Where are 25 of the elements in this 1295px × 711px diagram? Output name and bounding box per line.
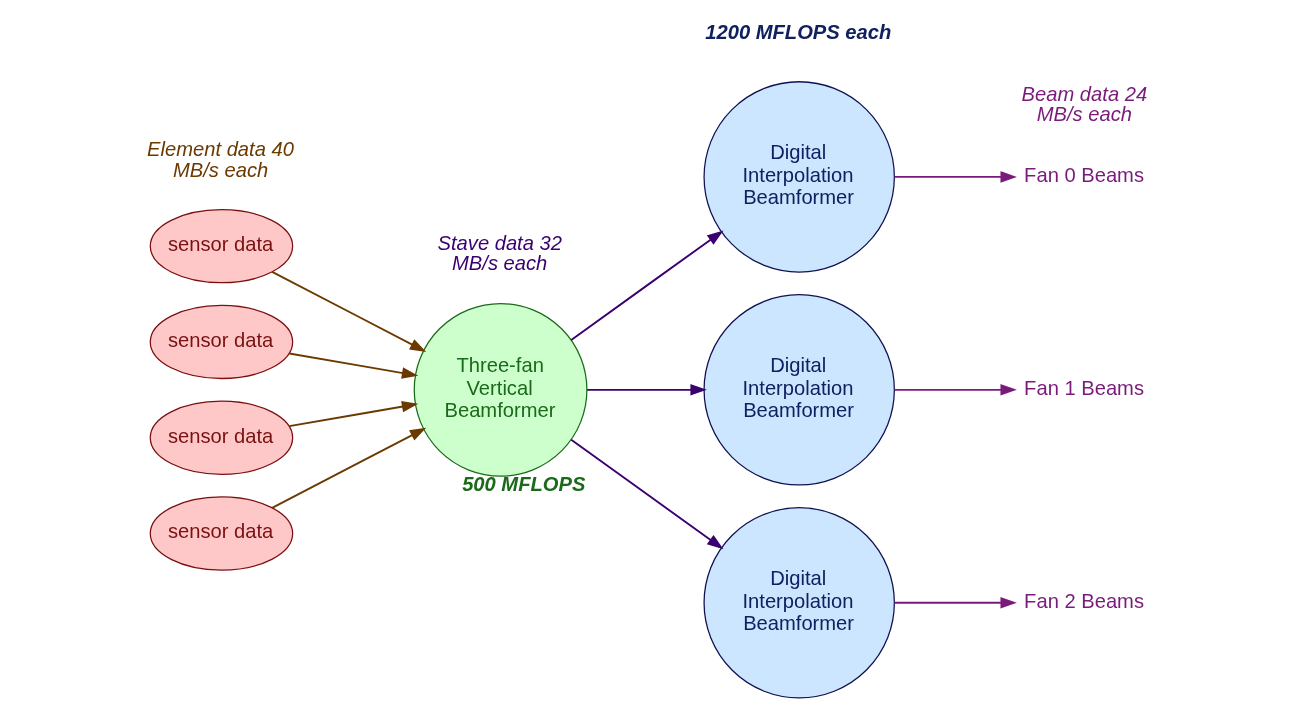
node-circle: Digital Interpolation Beamformer xyxy=(702,507,895,699)
arrow xyxy=(270,270,426,352)
arrow xyxy=(569,438,723,550)
arrow xyxy=(287,401,418,428)
node-ellipse: sensor data xyxy=(149,304,293,380)
arrow xyxy=(893,597,1017,609)
arrow xyxy=(287,352,418,379)
node-text: Fan 2 Beams xyxy=(1023,589,1144,612)
label: Element data 40 MB/s each xyxy=(146,138,294,181)
node-circle: Digital Interpolation Beamformer xyxy=(702,81,895,273)
arrow xyxy=(893,384,1017,396)
node-circle: Three-fan Vertical Beamformer xyxy=(413,302,587,477)
arrow xyxy=(585,384,707,396)
arrow xyxy=(270,427,426,509)
node-ellipse: sensor data xyxy=(149,496,293,571)
node-text: Fan 0 Beams xyxy=(1023,163,1144,186)
label: Beam data 24 MB/s each xyxy=(1021,83,1147,126)
node-circle: Digital Interpolation Beamformer xyxy=(702,294,895,486)
node-ellipse: sensor data xyxy=(149,400,293,475)
arrow xyxy=(893,171,1017,183)
label: Stave data 32 MB/s each xyxy=(437,231,562,274)
arrow xyxy=(569,230,723,341)
node-text: Fan 1 Beams xyxy=(1023,376,1144,399)
label: 1200 MFLOPS each xyxy=(704,21,891,44)
node-ellipse: sensor data xyxy=(149,209,293,284)
